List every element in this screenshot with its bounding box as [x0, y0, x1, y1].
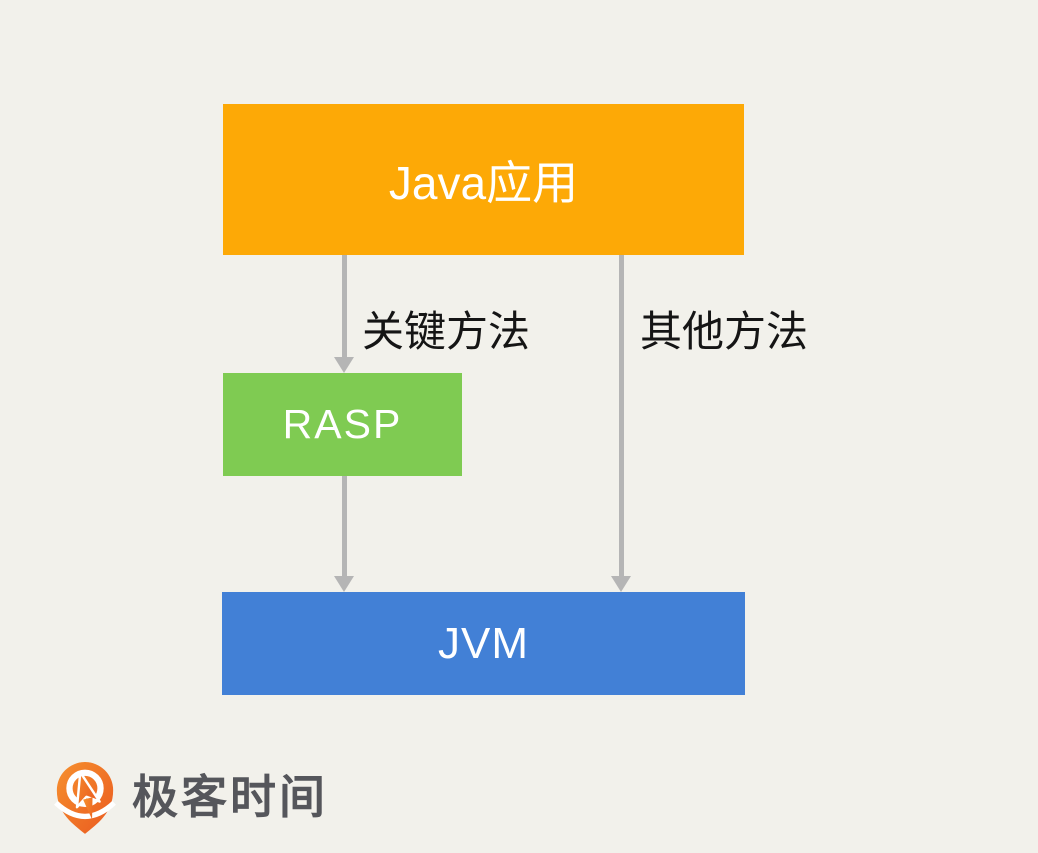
geektime-pin-icon	[54, 762, 116, 834]
geektime-logo-text: 极客时间	[132, 771, 328, 823]
node-java-app: Java应用	[223, 104, 744, 255]
arrow-java-to-jvm-line	[619, 255, 624, 576]
node-jvm: JVM	[222, 592, 745, 695]
node-jvm-label: JVM	[438, 618, 529, 668]
edge-label-key-methods: 关键方法	[362, 308, 531, 355]
arrow-rasp-to-jvm-line	[342, 476, 347, 576]
arrow-rasp-to-jvm-head-icon	[334, 576, 354, 592]
geektime-logo: 极客时间	[52, 758, 328, 836]
node-rasp: RASP	[223, 373, 462, 476]
node-rasp-label: RASP	[282, 401, 403, 447]
edge-label-other-methods: 其他方法	[640, 308, 809, 355]
arrow-java-to-jvm-head-icon	[611, 576, 631, 592]
node-java-app-label: Java应用	[388, 156, 579, 209]
arrow-java-to-rasp-line	[342, 255, 347, 358]
arrow-java-to-rasp-head-icon	[334, 357, 354, 373]
